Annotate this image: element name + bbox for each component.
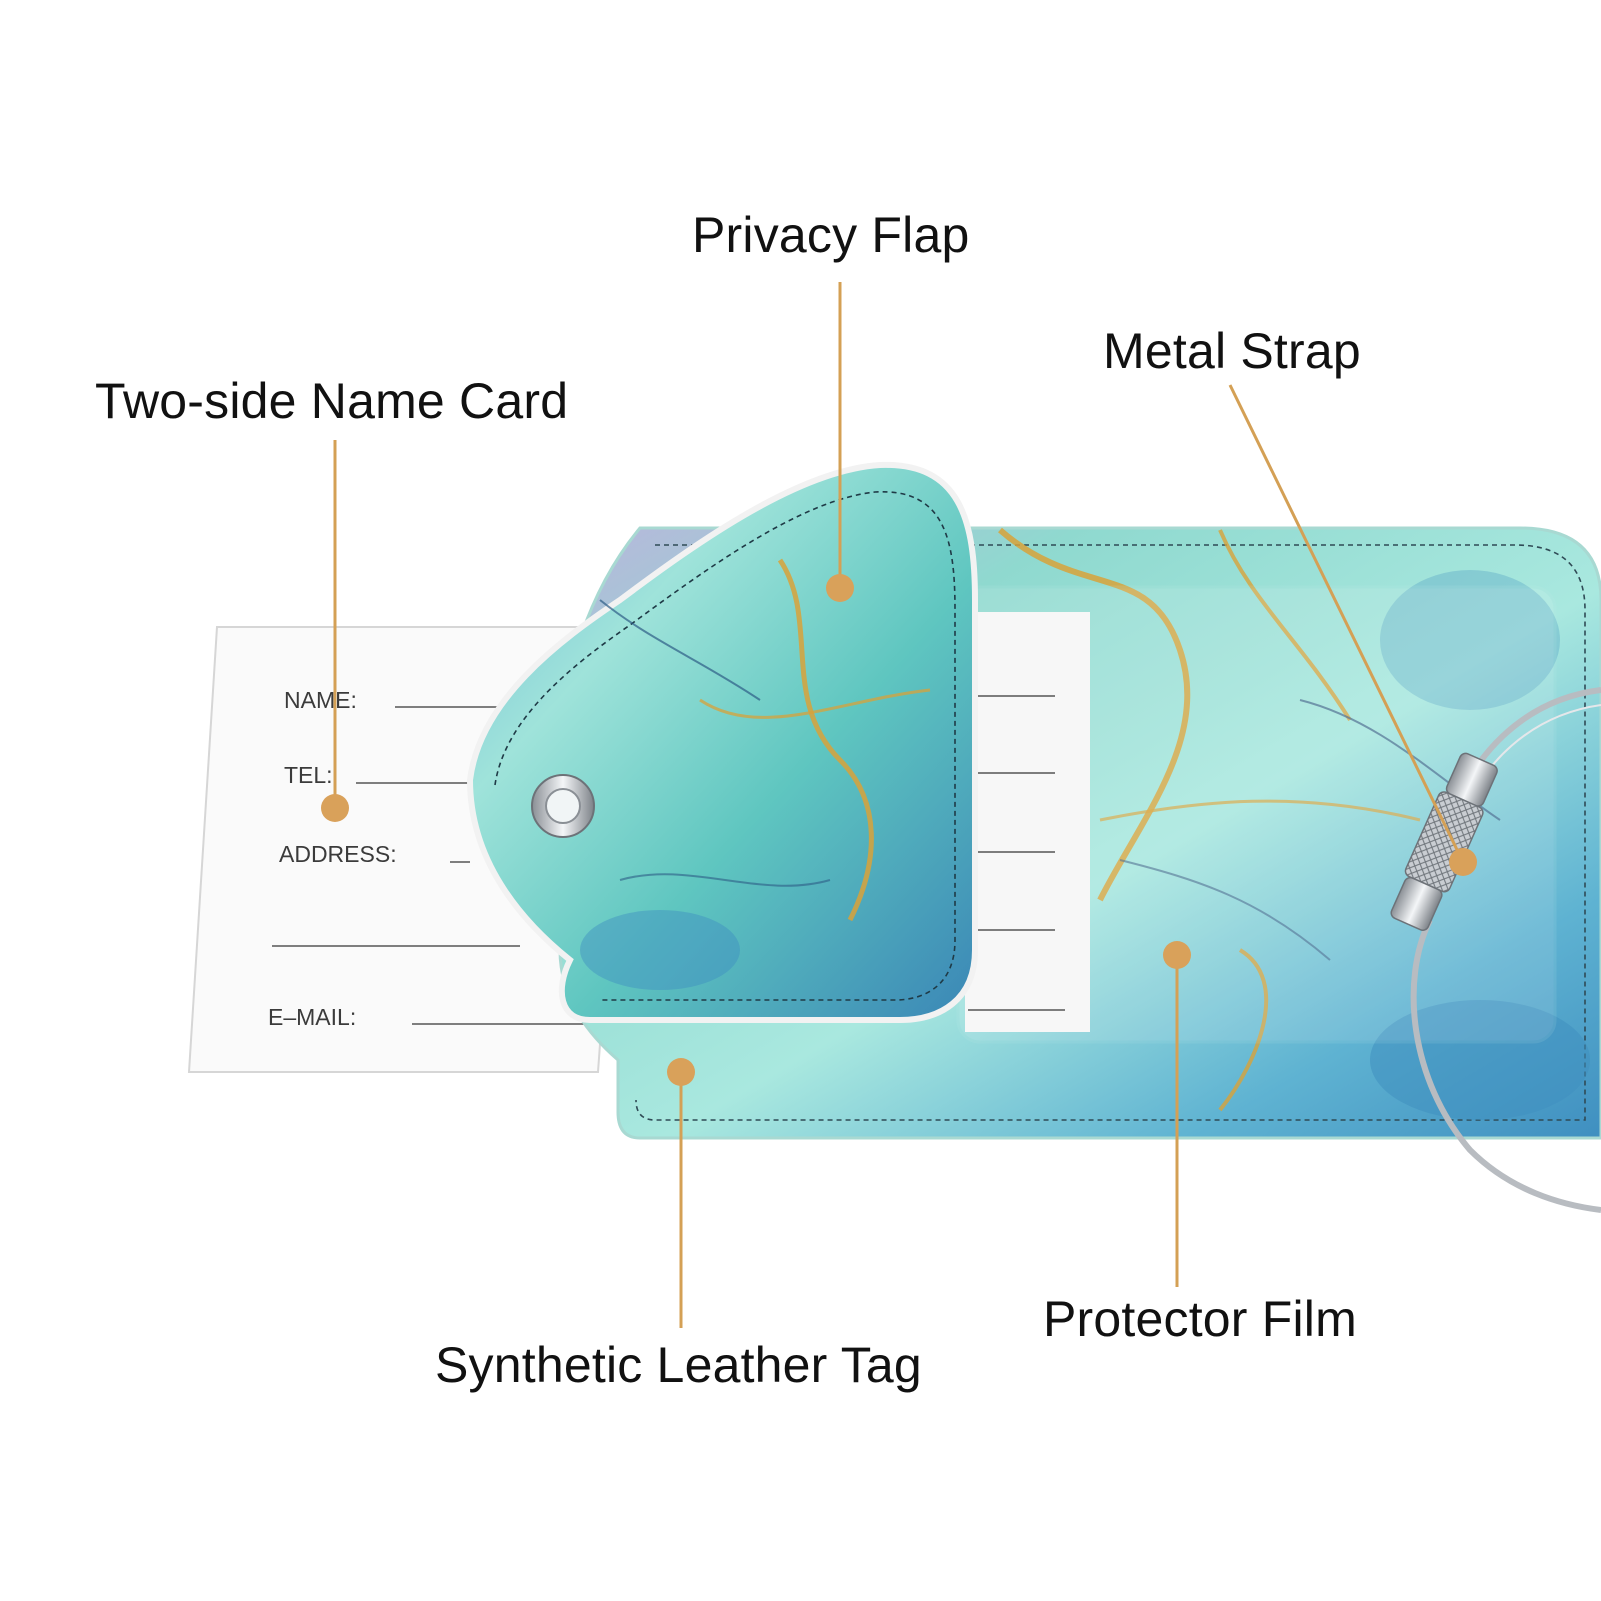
- metal-strap: [1390, 687, 1601, 1213]
- email-field-label: E–MAIL:: [268, 1004, 356, 1030]
- metal-strap-label: Metal Strap: [1103, 323, 1361, 379]
- address-field-label: ADDRESS:: [279, 841, 397, 867]
- leather-tag-dot: [667, 1058, 695, 1086]
- screw-lock-icon: [1390, 752, 1498, 932]
- privacy-flap-label: Privacy Flap: [692, 207, 970, 263]
- protector-film-window: [956, 585, 1557, 1044]
- metal-strap-leader: [1228, 384, 1465, 863]
- callout-lines: [321, 282, 1477, 1328]
- privacy-flap: [466, 461, 978, 1023]
- name-card-label: Two-side Name Card: [95, 373, 569, 429]
- grommet-icon: [531, 774, 595, 838]
- name-field-label: NAME:: [284, 687, 357, 713]
- metal-strap-dot: [1449, 848, 1477, 876]
- privacy-flap-dot: [826, 574, 854, 602]
- tel-field-label: TEL:: [284, 762, 333, 788]
- protector-film-label: Protector Film: [1043, 1291, 1357, 1347]
- leather-tag-label: Synthetic Leather Tag: [435, 1337, 922, 1393]
- name-card-dot: [321, 794, 349, 822]
- protector-film-dot: [1163, 941, 1191, 969]
